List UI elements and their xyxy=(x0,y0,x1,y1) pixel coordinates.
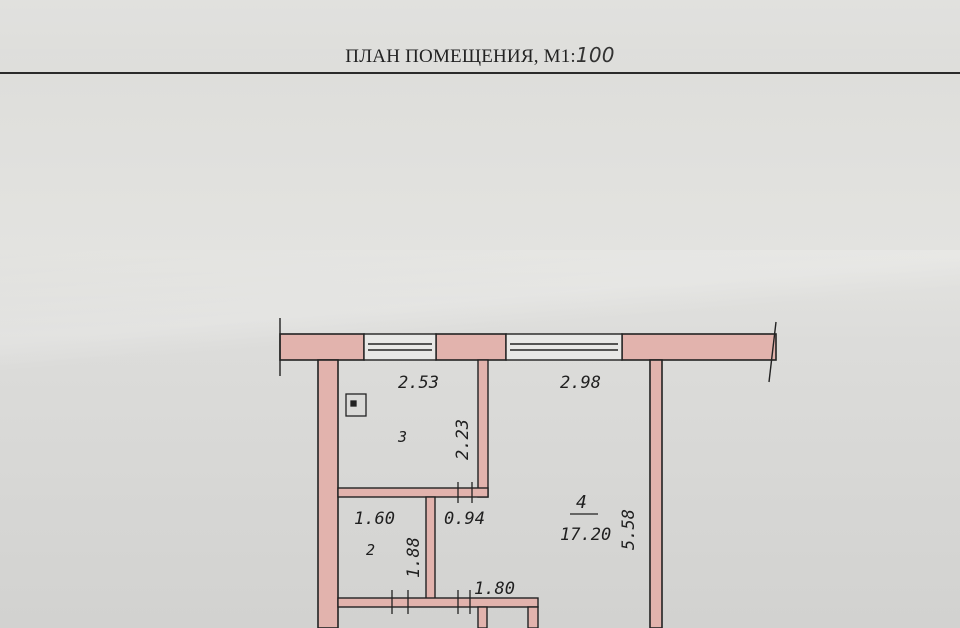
plan-title-text: ПЛАН ПОМЕЩЕНИЯ, М1: xyxy=(345,46,576,67)
partition-room2-right xyxy=(425,496,436,602)
room4-number: 4 xyxy=(576,492,587,513)
plan-scale-value: 100 xyxy=(575,43,615,67)
dimension-ticks xyxy=(279,318,777,383)
paper-shading xyxy=(0,0,960,70)
wall-right xyxy=(649,359,663,628)
dim-room3-width: 2.53 xyxy=(398,373,439,393)
partition-room3-bottom xyxy=(337,487,489,498)
door-marks xyxy=(391,482,473,614)
dim-room4-depth: 5.58 xyxy=(619,509,639,550)
dim-room2-width: 1.60 xyxy=(354,509,395,529)
dim-room3-depth: 2.23 xyxy=(453,419,473,460)
room2-number: 2 xyxy=(366,541,375,559)
partition-lower xyxy=(337,597,539,608)
ventilation-shaft-icon xyxy=(345,393,367,417)
window-left xyxy=(363,333,437,361)
room4-area: 17.20 xyxy=(560,525,611,545)
partition-lower-mid xyxy=(477,606,488,628)
dim-room4-width: 2.98 xyxy=(560,373,601,393)
dim-room2-depth: 1.88 xyxy=(404,537,424,578)
partition-lower-right xyxy=(527,606,539,628)
window-right xyxy=(505,333,623,361)
header-rule xyxy=(0,72,960,74)
dim-corridor-lower: 1.80 xyxy=(474,579,515,599)
wall-left xyxy=(317,359,339,628)
plan-title: ПЛАН ПОМЕЩЕНИЯ, М1:100 xyxy=(0,43,960,68)
dim-corridor-width: 0.94 xyxy=(444,509,485,529)
partition-room3-right xyxy=(477,359,489,498)
room3-number: 3 xyxy=(397,428,407,446)
